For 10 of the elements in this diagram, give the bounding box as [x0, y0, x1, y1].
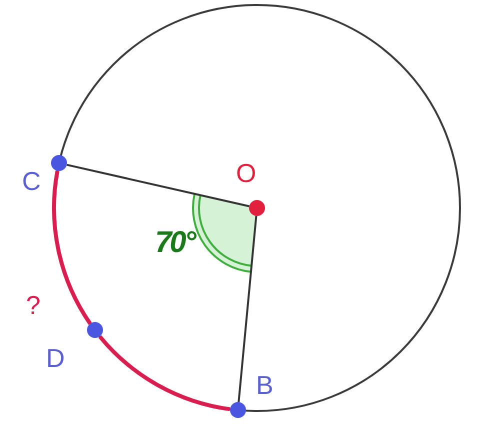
point-label: B — [256, 372, 274, 398]
radius-line — [66, 164, 250, 208]
angle-label: 70° — [155, 228, 194, 258]
point-label: D — [46, 345, 65, 371]
point-label: C — [22, 168, 41, 194]
radius-line — [238, 216, 258, 402]
point-label: O — [236, 160, 256, 186]
arc — [52, 170, 92, 325]
arc-label: ? — [26, 292, 40, 318]
arc — [98, 335, 230, 412]
